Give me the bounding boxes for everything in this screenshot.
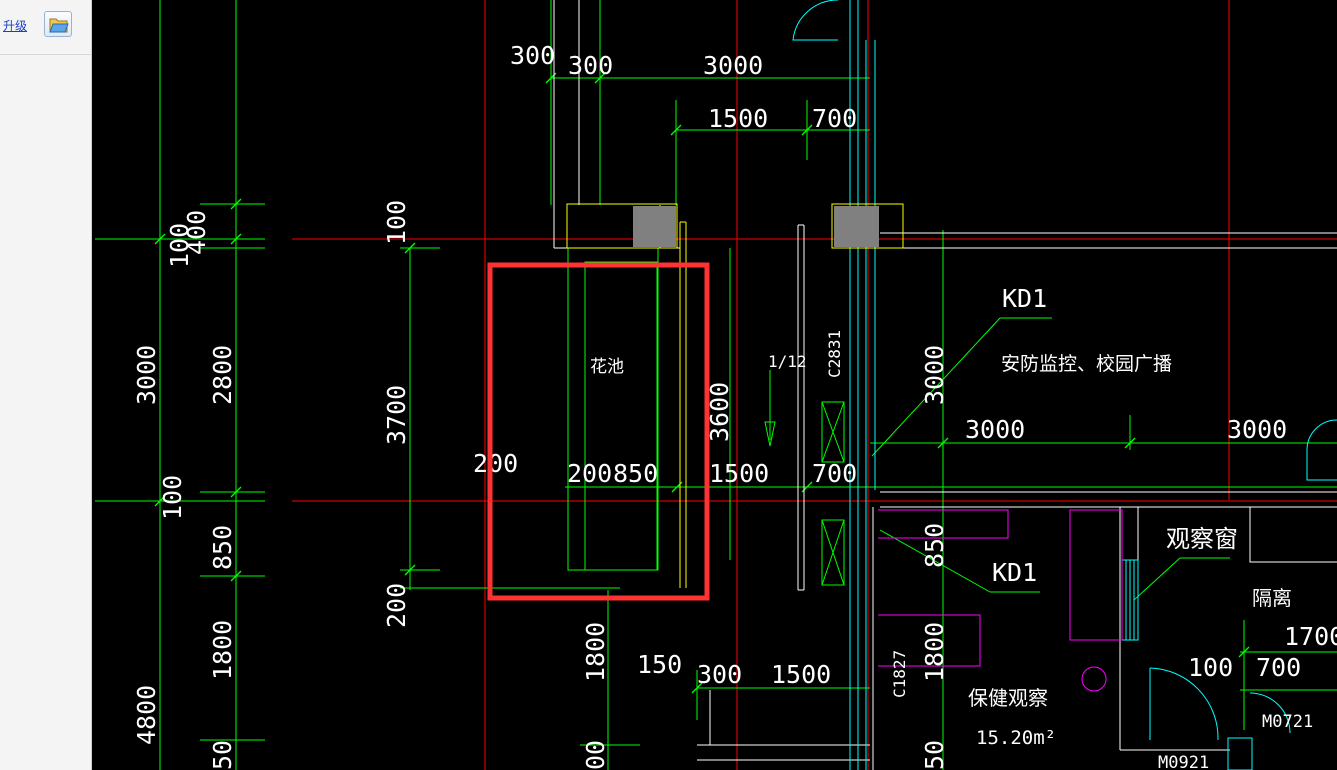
dim-inner-1800: 1800	[208, 620, 237, 680]
dim-v-850: 850	[920, 523, 949, 568]
dim-top-300a: 300	[510, 41, 555, 70]
dim-row-1500: 1500	[709, 459, 769, 488]
dim-v-3600: 3600	[705, 382, 734, 442]
dimension-texts: 300 300 3000 1500 700 3000 100 4800 400 …	[132, 41, 1337, 770]
dim-bottom-700: 700	[1256, 653, 1301, 682]
dim-top-700: 700	[812, 104, 857, 133]
open-file-button[interactable]	[44, 11, 72, 37]
dim-bottom-1500: 1500	[771, 660, 831, 689]
drawing-labels: 花池 1/12 C2831 C1827 KD1 安防监控、校园广播 KD1 观察…	[590, 284, 1313, 770]
dim-mid-100: 100	[382, 200, 411, 245]
selection-rectangle[interactable]	[487, 262, 710, 601]
label-area: 15.20m²	[976, 727, 1056, 749]
dim-inner-100: 100	[165, 223, 194, 268]
dim-top-300b: 300	[568, 51, 613, 80]
label-flower-bed: 花池	[590, 357, 624, 377]
side-panel: 升级	[0, 0, 92, 770]
dim-top-3000: 3000	[703, 51, 763, 80]
dim-mid-200: 200	[382, 583, 411, 628]
dim-row-850: 850	[613, 459, 658, 488]
axis-lines	[292, 0, 1337, 770]
dim-top-1500: 1500	[708, 104, 768, 133]
label-door-m0721: M0721	[1262, 712, 1313, 732]
dim-row-700: 700	[812, 459, 857, 488]
dim-bottom-100: 100	[1188, 653, 1233, 682]
label-isolation: 隔离	[1252, 586, 1292, 610]
dim-v-1800b: 1800	[581, 622, 610, 682]
label-security-note: 安防监控、校园广播	[1001, 353, 1172, 375]
label-kd1-top: KD1	[1002, 284, 1047, 313]
dim-inner-400: 400	[182, 210, 211, 255]
folder-open-icon	[49, 18, 69, 33]
label-health-observation: 保健观察	[968, 686, 1048, 710]
dim-left-3000: 3000	[132, 345, 161, 405]
dim-row-200: 200	[567, 459, 612, 488]
label-door-m0921: M0921	[1158, 753, 1209, 770]
dim-v-1800a: 1800	[920, 622, 949, 682]
cad-canvas[interactable]: 300 300 3000 1500 700 3000 100 4800 400 …	[93, 0, 1337, 770]
label-slope: 1/12	[768, 352, 807, 371]
dim-bottom-300: 300	[697, 660, 742, 689]
window-lines	[792, 0, 1337, 770]
dim-mid-3700: 3700	[382, 385, 411, 445]
dim-v-00: 00	[581, 740, 610, 770]
dim-row-3000a: 3000	[965, 415, 1025, 444]
label-kd1-bottom: KD1	[992, 558, 1037, 587]
dim-inner-850: 850	[208, 525, 237, 570]
upgrade-link[interactable]: 升级	[3, 19, 28, 33]
label-observation-window: 观察窗	[1166, 525, 1238, 553]
dim-bottom-150: 150	[637, 650, 682, 679]
dim-inner-50: 50	[208, 740, 237, 770]
dim-v-50: 50	[920, 740, 949, 770]
dim-v-3000: 3000	[920, 345, 949, 405]
panel-divider	[0, 54, 91, 55]
dim-left-4800: 4800	[132, 685, 161, 745]
label-window-c1827: C1827	[890, 650, 909, 698]
dim-inner-2800: 2800	[208, 345, 237, 405]
dim-bottom-1700: 1700	[1284, 622, 1337, 651]
dim-row-200-left: 200	[473, 449, 518, 478]
dim-row-3000b: 3000	[1227, 415, 1287, 444]
column-outlines	[566, 203, 904, 588]
dim-left-100: 100	[158, 475, 187, 520]
columns	[633, 206, 879, 247]
furniture	[878, 509, 1123, 692]
label-window-c2831: C2831	[825, 330, 844, 378]
